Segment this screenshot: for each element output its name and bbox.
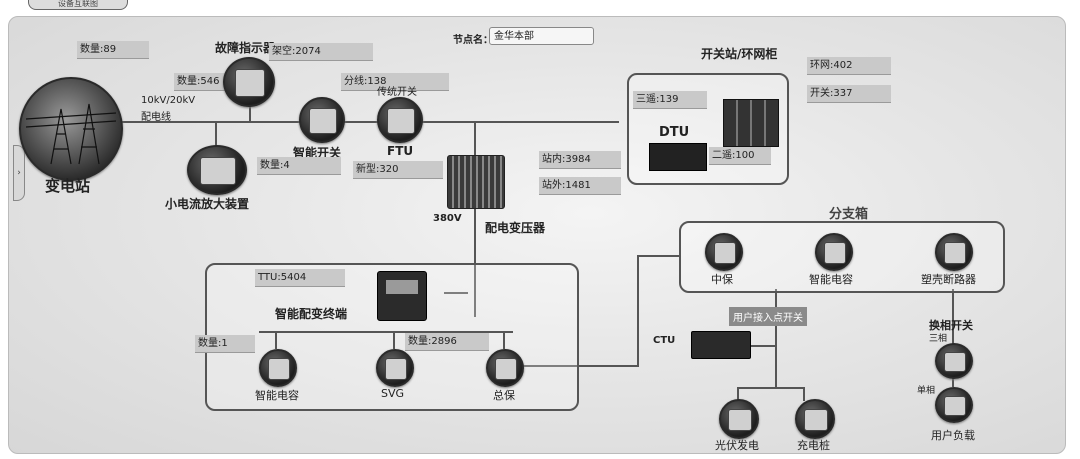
phase-switch-title: 换相开关 bbox=[929, 319, 973, 332]
user-load-icon[interactable] bbox=[935, 387, 973, 423]
fault-indicator-title: 故障指示器 bbox=[215, 41, 276, 55]
terminal-bus-line bbox=[259, 331, 513, 333]
ctu-title: CTU bbox=[653, 335, 676, 346]
transformer-title: 配电变压器 bbox=[485, 221, 546, 235]
switch-tag: 开关:337 bbox=[807, 85, 891, 103]
main-breaker-label: 总保 bbox=[493, 389, 515, 402]
pv-icon[interactable] bbox=[719, 399, 759, 439]
line-name: 配电线 bbox=[141, 112, 171, 123]
mccb-icon[interactable] bbox=[935, 233, 973, 271]
ftu-icon[interactable] bbox=[377, 97, 423, 143]
three-phase-label: 三相 bbox=[929, 334, 948, 344]
terminal-count2-tag: 数量:2896 bbox=[405, 333, 489, 351]
transformer-voltage: 380V bbox=[433, 213, 462, 224]
charger-label: 充电桩 bbox=[797, 439, 830, 452]
main-breaker-icon[interactable] bbox=[486, 349, 524, 387]
ftu-title: FTU bbox=[387, 144, 414, 158]
main-feeder-line bbox=[119, 121, 619, 123]
amp-device-drop bbox=[215, 122, 217, 146]
smart-switch-branch-tag: 分线:138 bbox=[341, 73, 449, 91]
transformer-out-tag: 站外:1481 bbox=[539, 177, 621, 195]
node-name-field[interactable]: 金华本部 bbox=[489, 27, 594, 45]
branch-riser bbox=[637, 255, 639, 367]
user-split-line bbox=[737, 387, 805, 389]
mccb-label: 塑壳断路器 bbox=[921, 273, 976, 286]
user-access-switch-label[interactable]: 用户接入点开关 bbox=[729, 307, 807, 326]
switch-station-title: 开关站/环网柜 bbox=[701, 47, 778, 61]
terminal-count1-tag: 数量:1 bbox=[195, 335, 255, 353]
user-load-label: 用户负载 bbox=[931, 429, 975, 442]
two-remote-tag: 二遥:100 bbox=[709, 147, 771, 165]
three-remote-tag: 三遥:139 bbox=[633, 91, 707, 109]
breaker-drop bbox=[503, 331, 505, 349]
fault-indicator-tag: 架空:2074 bbox=[269, 43, 373, 61]
mid-protector-icon[interactable] bbox=[705, 233, 743, 271]
branch-entry bbox=[637, 255, 679, 257]
substation-icon[interactable] bbox=[19, 77, 123, 181]
ring-tag: 环网:402 bbox=[807, 57, 891, 75]
ring-main-unit-icon[interactable] bbox=[723, 99, 779, 147]
substation-count-tag: 数量:89 bbox=[77, 41, 149, 59]
substation-title: 变电站 bbox=[45, 177, 91, 195]
ctu-icon[interactable] bbox=[691, 331, 751, 359]
ctu-link bbox=[751, 345, 775, 347]
cap-drop bbox=[275, 331, 277, 349]
terminal-title: 智能配变终端 bbox=[275, 307, 348, 321]
smart-switch-icon[interactable] bbox=[299, 97, 345, 143]
pv-label: 光伏发电 bbox=[715, 439, 759, 452]
svg-label: SVG bbox=[381, 387, 405, 400]
ttu-tag: TTU:5404 bbox=[255, 269, 345, 287]
main-breaker-feed bbox=[519, 365, 639, 367]
smart-capacitor-icon[interactable] bbox=[259, 349, 297, 387]
topology-panel: › 节点名： 金华本部 数量:89 变电站 数量:546 10kV/20kV 配… bbox=[8, 16, 1066, 454]
charger-drop bbox=[803, 387, 805, 401]
charger-icon[interactable] bbox=[795, 399, 835, 439]
fault-indicator-icon[interactable] bbox=[223, 57, 275, 107]
ftu-tag: 传统开关 bbox=[377, 87, 417, 98]
smart-switch-new-tag: 新型:320 bbox=[353, 161, 443, 179]
phase-switch-drop bbox=[952, 289, 954, 351]
dtu-cabinet-icon[interactable] bbox=[649, 143, 707, 171]
svg-device-icon[interactable] bbox=[376, 349, 414, 387]
transformer-in-tag: 站内:3984 bbox=[539, 151, 621, 169]
single-phase-label: 单相 bbox=[917, 386, 936, 396]
ttu-icon[interactable] bbox=[377, 271, 427, 321]
line-voltage: 10kV/20kV bbox=[141, 95, 196, 106]
transformer-feed bbox=[474, 122, 476, 167]
svg-drop bbox=[393, 331, 395, 349]
branch-capacitor-label: 智能电容 bbox=[809, 273, 853, 286]
ttu-link bbox=[444, 292, 468, 294]
branch-box-title: 分支箱 bbox=[829, 207, 869, 222]
current-amp-tag: 数量:4 bbox=[257, 157, 341, 175]
phase-switch-icon[interactable] bbox=[935, 343, 973, 379]
branch-capacitor-icon[interactable] bbox=[815, 233, 853, 271]
smart-switch-title: 智能开关 bbox=[293, 146, 342, 160]
load-drop bbox=[952, 373, 954, 387]
mid-protector-label: 中保 bbox=[711, 273, 733, 286]
smart-capacitor-label: 智能电容 bbox=[255, 389, 299, 402]
node-name-label: 节点名： bbox=[453, 35, 493, 46]
current-amp-title: 小电流放大装置 bbox=[165, 197, 250, 211]
pv-drop bbox=[737, 387, 739, 401]
transformer-icon[interactable] bbox=[447, 155, 505, 209]
side-expand-tab[interactable]: › bbox=[13, 145, 25, 201]
dtu-label: DTU bbox=[659, 125, 690, 140]
header-tab[interactable]: 设备互联图 bbox=[28, 0, 128, 10]
current-amp-icon[interactable] bbox=[187, 145, 247, 195]
transformer-out bbox=[474, 207, 476, 317]
user-access-line bbox=[775, 289, 777, 389]
